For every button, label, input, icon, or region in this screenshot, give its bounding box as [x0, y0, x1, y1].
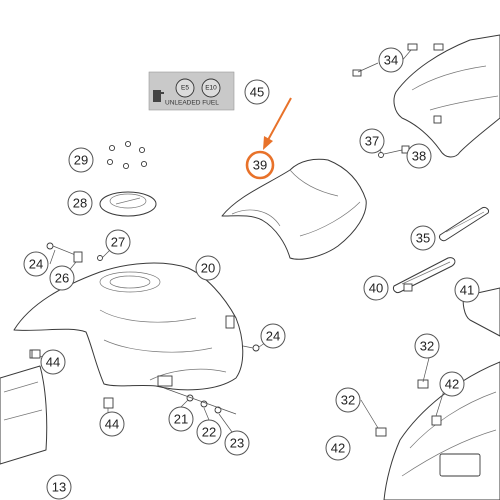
callout-21: 21	[168, 406, 194, 432]
callout-32-upper: 32	[414, 333, 440, 359]
callout-32-lower-text: 32	[341, 393, 355, 408]
filler-cap	[99, 191, 157, 217]
seat-part	[352, 34, 500, 158]
callout-37: 37	[359, 128, 385, 154]
e10-badge-text: E10	[205, 85, 217, 92]
callout-35: 35	[410, 225, 436, 251]
callout-44-bottom: 44	[99, 411, 125, 437]
side-rail-upper	[439, 207, 489, 242]
e5-badge-text: E5	[181, 85, 189, 92]
side-rail-lower	[393, 257, 456, 293]
e10-badge	[201, 78, 221, 98]
callout-32-upper-text: 32	[420, 339, 434, 354]
callout-27-text: 27	[111, 235, 125, 250]
unleaded-fuel-text: UNLEADED FUEL	[165, 100, 219, 107]
callout-28-text: 28	[73, 196, 87, 211]
cap-screws	[106, 140, 148, 170]
callout-38-text: 38	[412, 149, 426, 164]
callout-28: 28	[67, 190, 93, 216]
fuel-tank	[13, 262, 244, 391]
callout-26: 26	[49, 265, 75, 291]
e5-badge	[175, 78, 195, 98]
callout-32-lower: 32	[335, 387, 361, 413]
callout-44-left-text: 44	[46, 355, 60, 370]
callout-29-text: 29	[74, 153, 88, 168]
pump-icon	[153, 90, 164, 102]
callout-42-lower-text: 42	[331, 441, 345, 456]
callout-20-text: 20	[201, 261, 215, 276]
callout-38: 38	[406, 143, 432, 169]
callout-35-text: 35	[416, 231, 430, 246]
callout-41-text: 41	[460, 283, 474, 298]
callout-24-left-text: 24	[29, 257, 43, 272]
callout-45: 45	[244, 79, 270, 105]
callout-44-bottom-text: 44	[105, 417, 119, 432]
callout-13-text: 13	[52, 480, 66, 495]
callout-42-upper: 42	[439, 371, 465, 397]
callout-21-text: 21	[174, 412, 188, 427]
callout-34-text: 34	[384, 53, 398, 68]
callout-41: 41	[454, 277, 480, 303]
callout-24-right-text: 24	[266, 329, 280, 344]
callout-40: 40	[363, 275, 389, 301]
fuel-label-sticker: E5 E10 UNLEADED FUEL	[148, 71, 235, 111]
callout-23: 23	[224, 430, 250, 456]
callout-27: 27	[105, 229, 131, 255]
callout-45-text: 45	[250, 85, 264, 100]
callout-24-right: 24	[260, 323, 286, 349]
callout-39-text: 39	[253, 158, 267, 173]
rear-frame	[375, 361, 500, 500]
callout-20: 20	[195, 255, 221, 281]
callout-40-text: 40	[369, 281, 383, 296]
callout-44-left: 44	[40, 349, 66, 375]
callout-42-lower: 42	[325, 435, 351, 461]
callout-13: 13	[46, 474, 72, 500]
callout-22-text: 22	[202, 425, 216, 440]
side-fairing	[0, 365, 48, 465]
callout-23-text: 23	[230, 436, 244, 451]
highlight-arrow	[263, 97, 292, 150]
callout-24-left: 24	[23, 251, 49, 277]
callout-22: 22	[196, 419, 222, 445]
callout-42-upper-text: 42	[445, 377, 459, 392]
callout-39-highlighted: 39	[245, 150, 275, 180]
callout-34: 34	[378, 47, 404, 73]
callout-37-text: 37	[365, 134, 379, 149]
tank-cover-part	[221, 158, 367, 260]
callout-29: 29	[68, 147, 94, 173]
callout-26-text: 26	[55, 271, 69, 286]
